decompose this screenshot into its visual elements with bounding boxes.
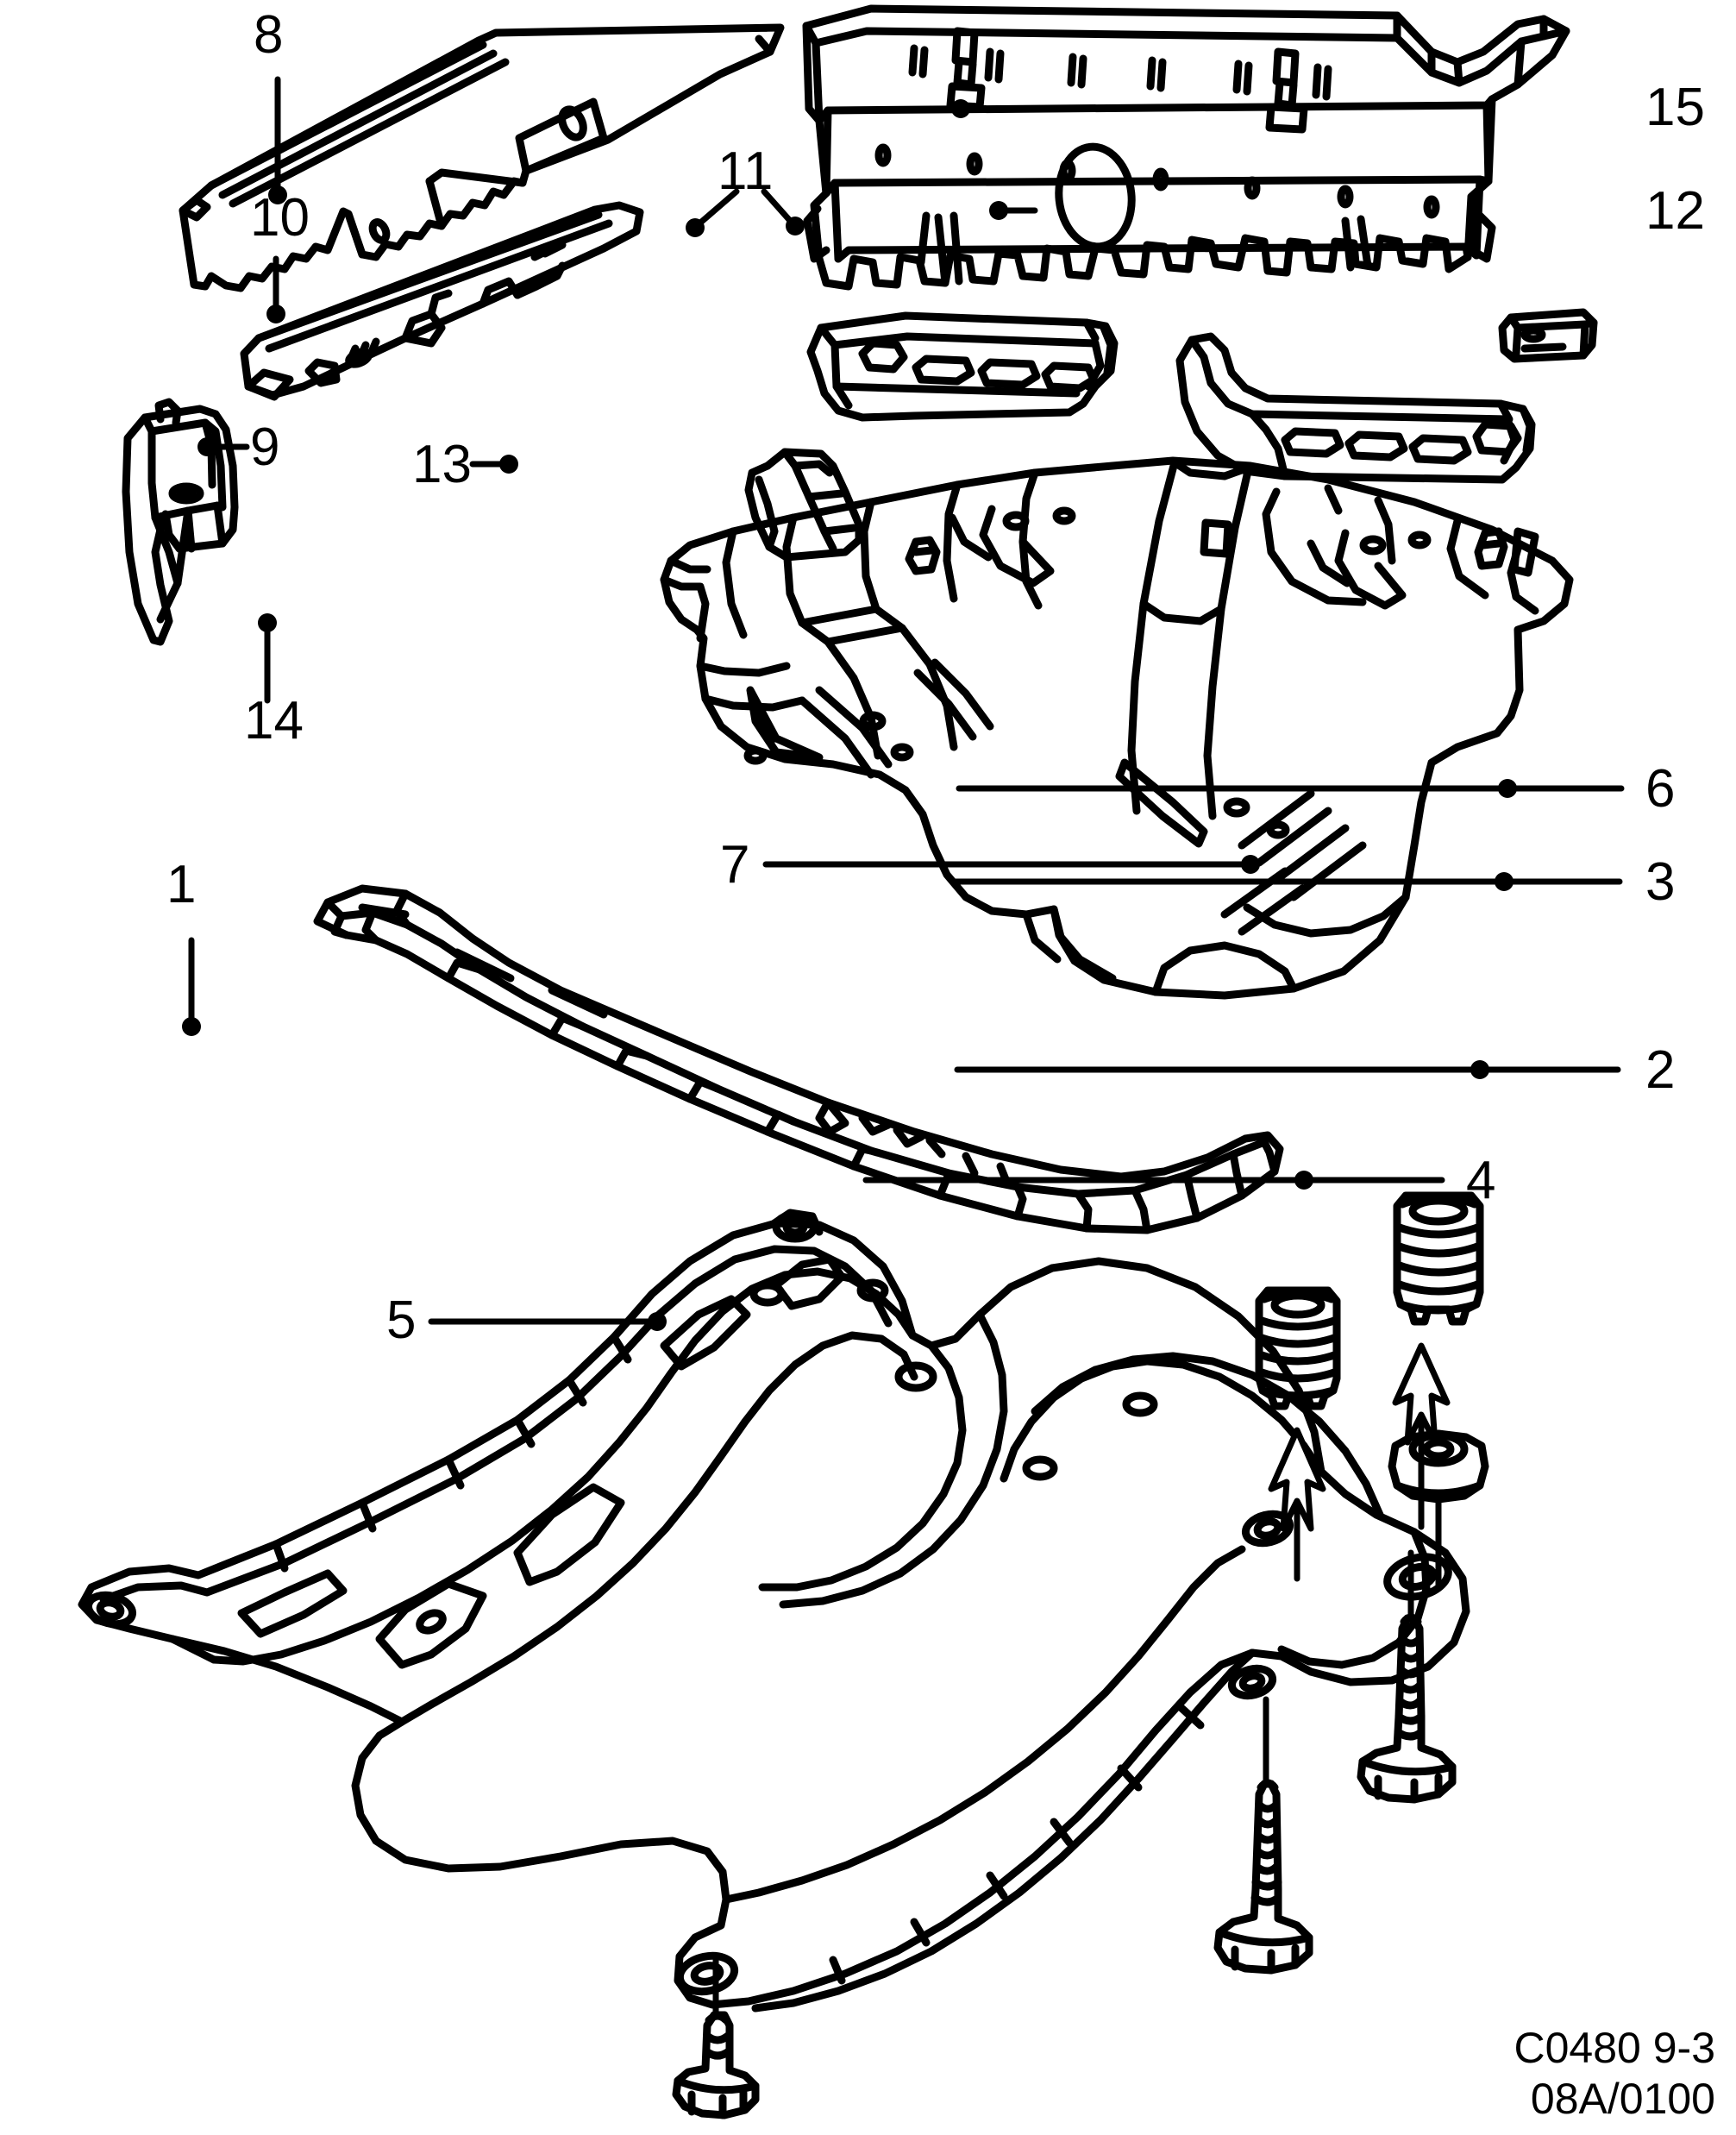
part-12-mounting-plate bbox=[1498, 308, 1598, 363]
part-13-floor-bracket bbox=[744, 448, 863, 562]
callout-1[interactable]: 1 bbox=[166, 855, 197, 914]
callout-9[interactable]: 9 bbox=[250, 418, 280, 477]
assembly-arrows bbox=[712, 1342, 1451, 2019]
part-11-seat-crossmember-right bbox=[1175, 332, 1536, 484]
part-3-washer-grommet bbox=[1388, 1429, 1489, 1504]
callout-5[interactable]: 5 bbox=[386, 1290, 417, 1350]
part-10-inner-sill-panel bbox=[240, 201, 644, 401]
part-7-rubber-bump-stop bbox=[1255, 1286, 1341, 1410]
part-15-rear-bulkhead-panel bbox=[802, 4, 1570, 291]
callout-6[interactable]: 6 bbox=[1645, 759, 1676, 819]
part-2-subframe-bolt bbox=[1357, 1613, 1457, 1804]
part-14-front-crossmember bbox=[313, 884, 1284, 1234]
callout-11[interactable]: 11 bbox=[718, 141, 774, 201]
leader-lines-right bbox=[1300, 785, 1625, 1184]
part-9-reinforcement-bracket bbox=[122, 398, 239, 646]
callout-7[interactable]: 7 bbox=[720, 835, 750, 895]
part-6-rubber-bump-stop bbox=[1393, 1191, 1484, 1326]
callout-10[interactable]: 10 bbox=[250, 188, 310, 248]
callout-4[interactable]: 4 bbox=[1466, 1151, 1496, 1210]
footer-reference-line2: 08A/0100 bbox=[1530, 2075, 1715, 2123]
footer-reference-line1: C0480 9-3 bbox=[1514, 2024, 1716, 2072]
part-11-seat-crossmember-left bbox=[806, 311, 1119, 422]
callout-3[interactable]: 3 bbox=[1645, 852, 1676, 912]
part-1-front-subframe bbox=[78, 1209, 1470, 2013]
part-4-subframe-bolt bbox=[1213, 1779, 1313, 1975]
callout-15[interactable]: 15 bbox=[1645, 78, 1705, 137]
callout-14[interactable]: 14 bbox=[244, 691, 304, 750]
callout-12[interactable]: 12 bbox=[1645, 181, 1705, 241]
callout-13[interactable]: 13 bbox=[412, 435, 472, 494]
callout-2[interactable]: 2 bbox=[1645, 1040, 1676, 1100]
main-floor-pan bbox=[660, 456, 1574, 1000]
callout-8[interactable]: 8 bbox=[254, 5, 284, 65]
part-5-short-screw bbox=[672, 2011, 760, 2119]
